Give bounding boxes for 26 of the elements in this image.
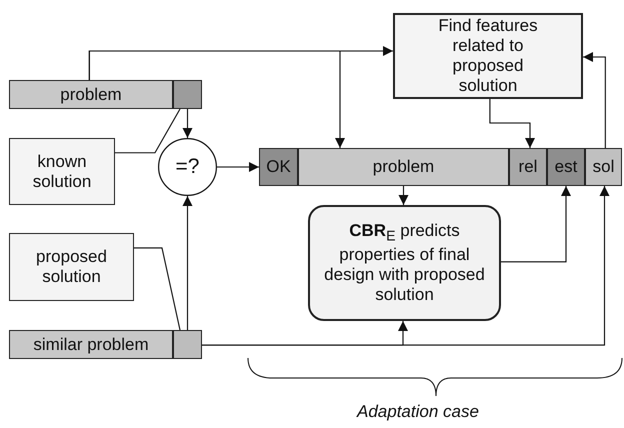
- record-field: rel: [509, 148, 547, 186]
- brace-label: Adaptation case: [357, 402, 479, 422]
- arrow: [182, 109, 192, 138]
- record-field: sol: [585, 148, 622, 186]
- text-box: known solution: [9, 138, 115, 205]
- arrow: [398, 186, 408, 205]
- arrow: [489, 99, 535, 148]
- arrow: [583, 52, 606, 148]
- arrow: [88, 50, 345, 148]
- record-field: OK: [259, 148, 298, 186]
- arrow: [501, 186, 571, 262]
- arrow: [182, 196, 192, 330]
- leader-line: [115, 108, 180, 154]
- record-field: [173, 80, 202, 109]
- record-field: problem: [9, 80, 173, 109]
- leader-line: [134, 247, 181, 330]
- record-field: similar problem: [9, 330, 173, 359]
- record-field: est: [547, 148, 585, 186]
- process-box: Find features related to proposed solution: [393, 13, 583, 99]
- record-field: [173, 330, 202, 359]
- process-box: CBR$_{E}$ predicts properties of final design with proposed solution: [308, 205, 501, 321]
- arrow: [217, 162, 259, 172]
- comparison-circle: =?: [158, 138, 217, 196]
- text-box: proposed solution: [9, 233, 134, 301]
- arrow: [202, 186, 610, 346]
- record-field: problem: [298, 148, 509, 186]
